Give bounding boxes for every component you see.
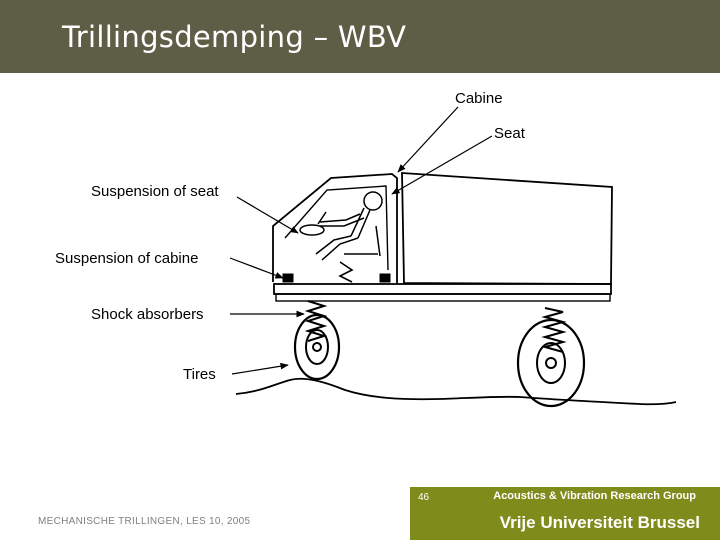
seat-suspension-spring	[338, 261, 354, 283]
truck-vibration-diagram: Cabine Seat Suspension of seat Suspensio…	[55, 90, 677, 408]
footer: MECHANISCHE TRILLINGEN, LES 10, 2005 46 …	[0, 487, 720, 540]
chassis-frame	[273, 283, 612, 302]
label-suspension-of-seat: Suspension of seat	[91, 183, 219, 200]
page-number: 46	[418, 492, 430, 503]
course-name: MECHANISCHE TRILLINGEN, LES 10, 2005	[38, 516, 251, 527]
front-wheel	[293, 300, 341, 381]
cargo-box	[401, 172, 613, 285]
slide-title: Trillingsdemping – WBV	[62, 20, 407, 54]
label-tires: Tires	[183, 366, 216, 383]
ground-line	[235, 377, 677, 406]
footer-left: MECHANISCHE TRILLINGEN, LES 10, 2005	[0, 487, 410, 540]
callout-arrows	[229, 106, 493, 375]
label-suspension-of-cabine: Suspension of cabine	[55, 250, 198, 267]
cabin-suspension	[282, 273, 391, 283]
title-bar: Trillingsdemping – WBV	[0, 0, 720, 73]
footer-accent-panel	[410, 487, 720, 540]
label-seat: Seat	[494, 125, 526, 142]
driver-figure	[299, 191, 383, 261]
label-shock-absorbers: Shock absorbers	[91, 306, 204, 323]
rear-wheel	[516, 307, 586, 408]
research-group-name: Acoustics & Vibration Research Group	[493, 490, 696, 502]
university-name: Vrije Universiteit Brussel	[499, 513, 700, 532]
label-cabine: Cabine	[455, 90, 503, 107]
cabin-body	[272, 173, 398, 284]
